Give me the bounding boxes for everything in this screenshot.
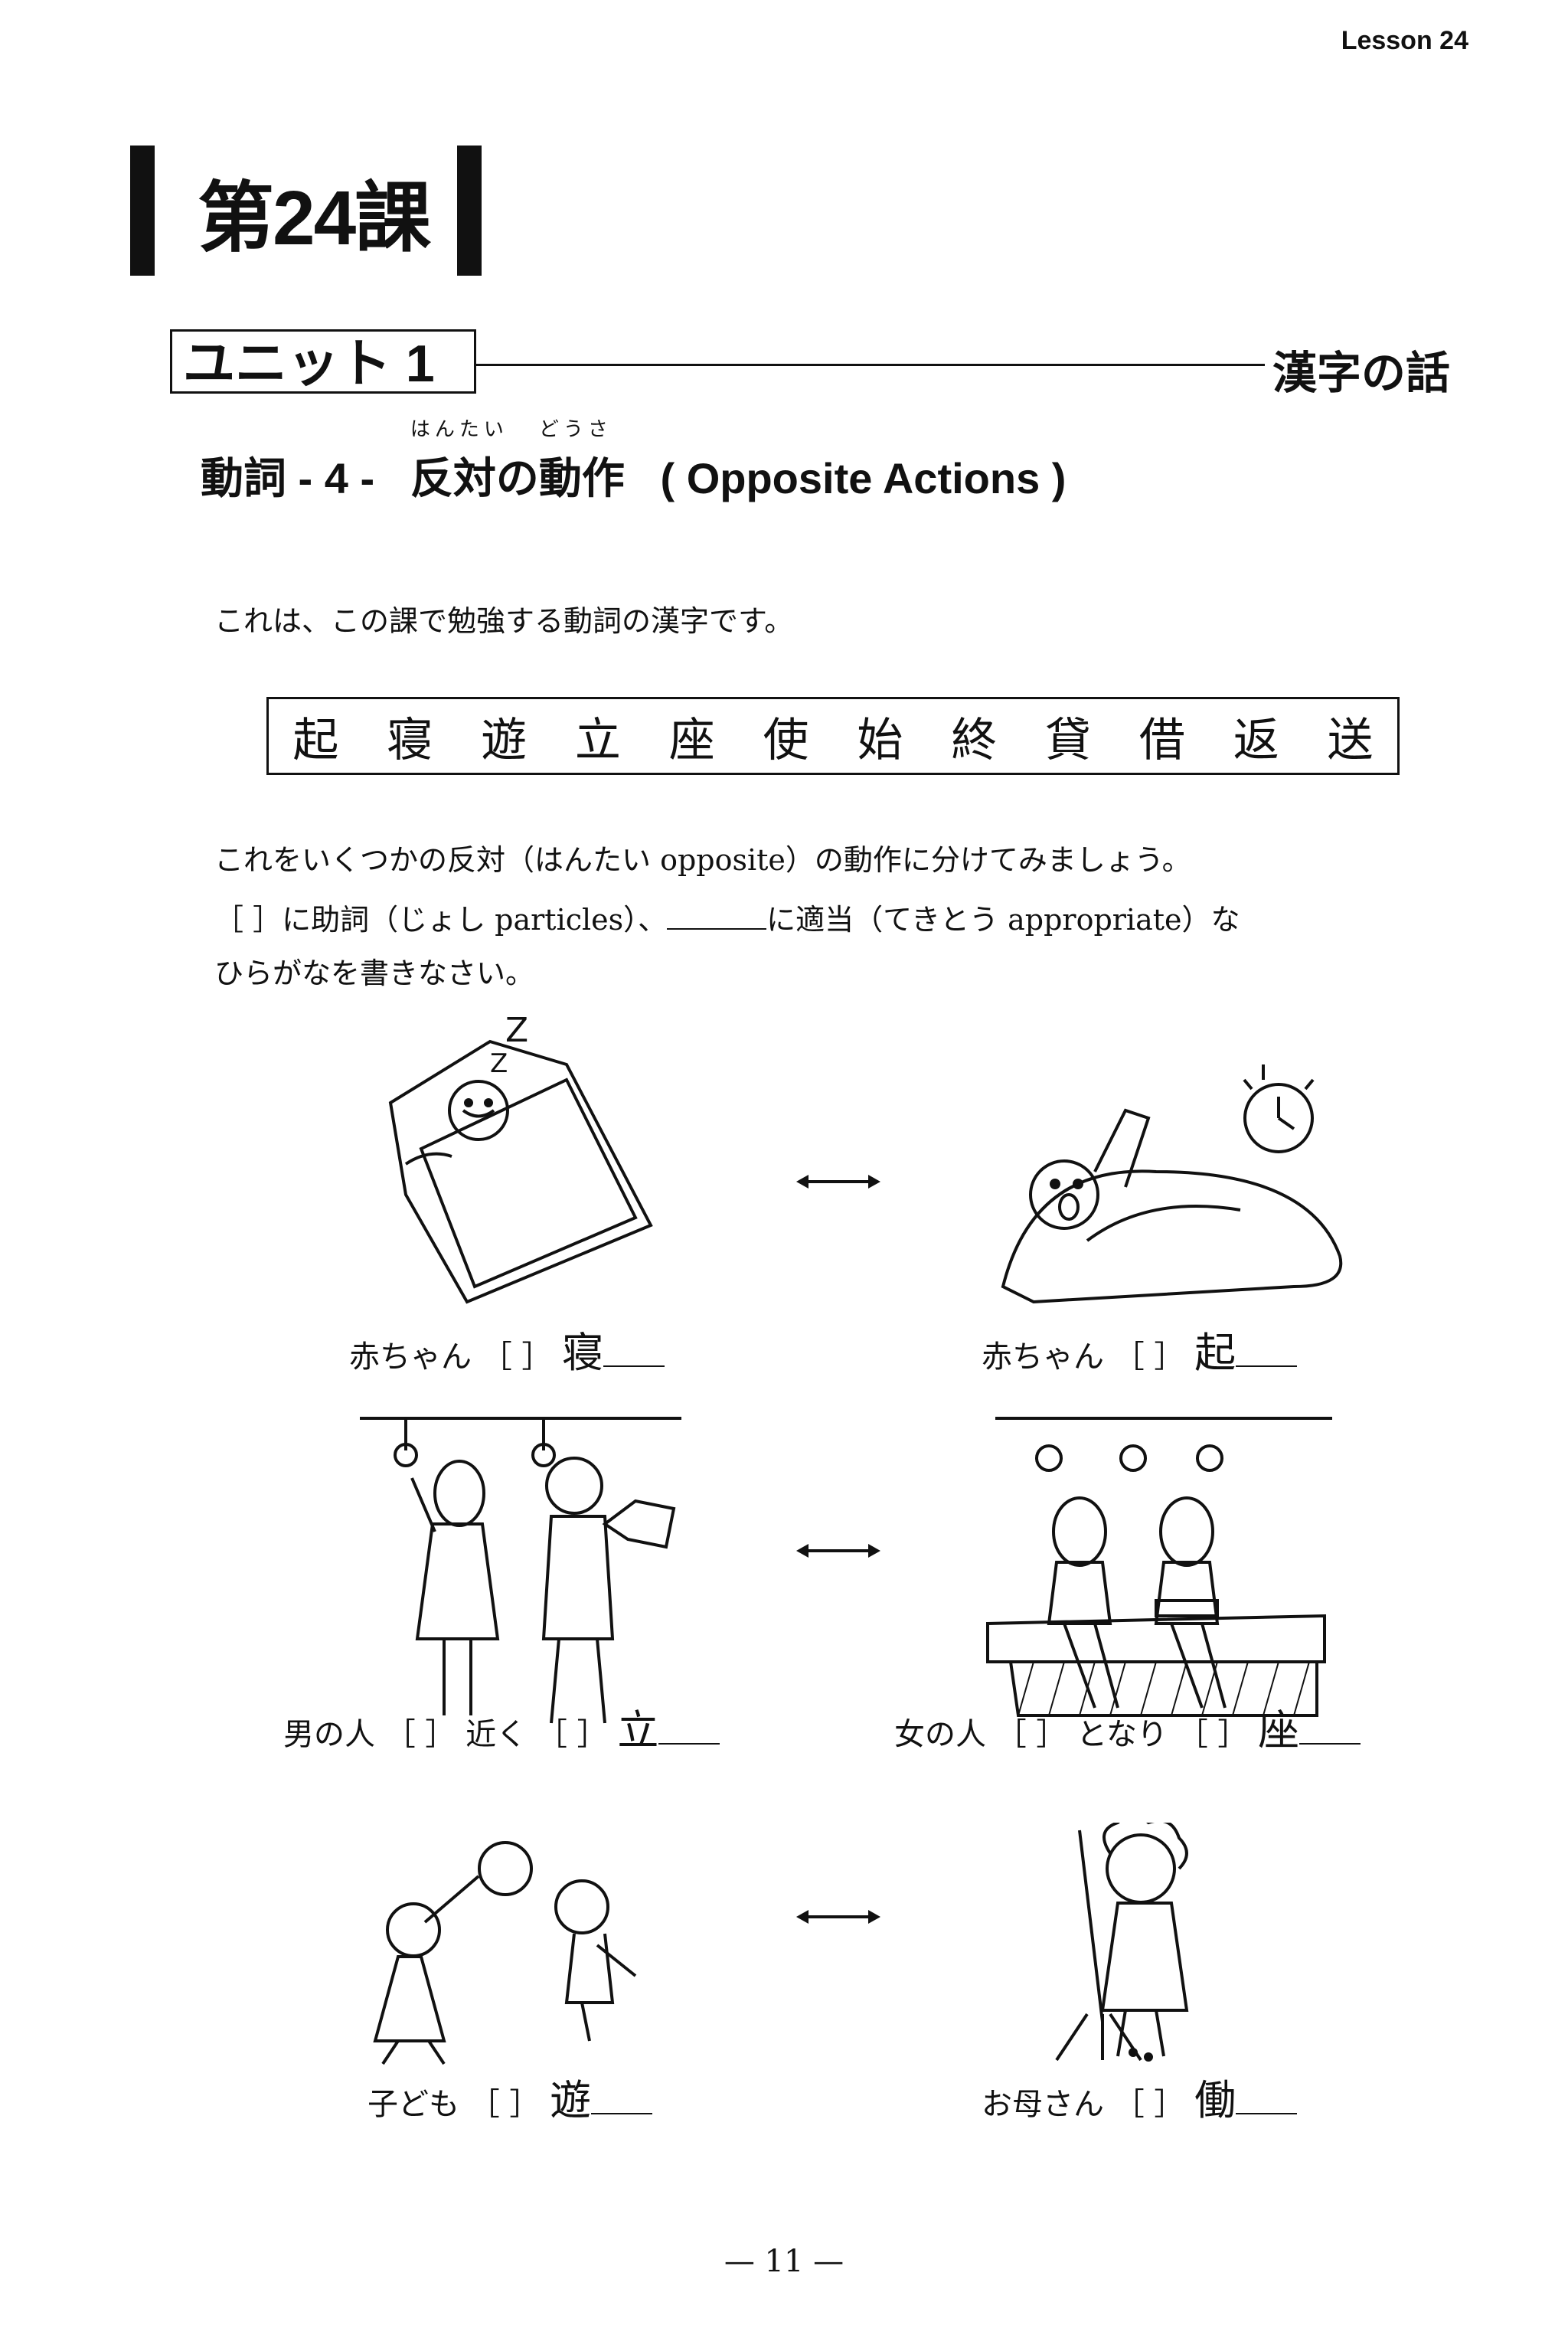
- answer-blank: [603, 1362, 665, 1367]
- working-mother-illustration: [1055, 1823, 1189, 2062]
- caption-verb: 起: [1194, 1329, 1236, 1377]
- answer-blank: [1236, 1362, 1298, 1367]
- caption-verb: 働: [1194, 2076, 1236, 2124]
- caption-subject: 赤ちゃん: [982, 1339, 1104, 1375]
- kanji-item: 返: [1233, 713, 1279, 767]
- instruction-line-3: ひらがなを書きなさい。: [214, 957, 535, 990]
- kanji-item: 座: [668, 713, 715, 767]
- caption-subject: 男の人: [283, 1717, 375, 1752]
- blank-line: [667, 905, 767, 930]
- sleeping-baby-illustration: Z Z: [388, 1011, 653, 1304]
- caption-work: お母さん ［ ］ 働: [982, 2066, 1298, 2127]
- kanji-item: 遊: [481, 713, 528, 767]
- instruction-line-2b: に適当（てきとう appropriate）な: [766, 903, 1240, 937]
- double-arrow-icon: [796, 1175, 880, 1189]
- ruby-dousa: どうさ 動作: [538, 417, 625, 506]
- kanji-item: 使: [763, 713, 809, 767]
- instruction-line-1: これをいくつかの反対（はんたい opposite）の動作に分けてみましょう。: [214, 843, 1191, 877]
- answer-blank: [1236, 2110, 1298, 2114]
- unit-rule: [476, 364, 1265, 366]
- kanji-box: 起 寝 遊 立 座 使 始 終 貸 借 返 送: [266, 697, 1400, 775]
- furigana-hantai: はんたい: [410, 417, 508, 440]
- caption-sleep: 赤ちゃん ［ ］ 寝: [349, 1319, 665, 1379]
- waking-baby-illustration: [1001, 1064, 1343, 1304]
- caption-middle: となり: [1076, 1717, 1168, 1752]
- lesson-tag: Lesson 24: [1341, 26, 1468, 55]
- section-english: ( Opposite Actions ): [660, 454, 1067, 502]
- playing-children-illustration: [373, 1841, 637, 2065]
- unit-topic: 漢字の話: [1272, 348, 1451, 398]
- caption-verb: 立: [617, 1706, 659, 1754]
- answer-blank: [658, 1740, 720, 1745]
- kanji-item: 貸: [1045, 713, 1092, 767]
- standing-people-illustration: [360, 1417, 681, 1724]
- kanji-item: 起: [292, 713, 339, 767]
- section-prefix: 動詞 - 4 -: [201, 454, 375, 502]
- sitting-women-illustration: [986, 1417, 1332, 1717]
- caption-verb: 遊: [550, 2076, 592, 2124]
- caption-verb: 寝: [562, 1329, 604, 1377]
- caption-bracket: ［ ］: [384, 1717, 456, 1752]
- kanji-item: 終: [951, 713, 998, 767]
- kanji-item: 借: [1138, 713, 1185, 767]
- chapter-title: 第24課: [130, 146, 482, 276]
- caption-subject: 女の人: [894, 1717, 986, 1752]
- caption-wake: 赤ちゃん ［ ］ 起: [982, 1319, 1298, 1379]
- base-dousa: 動作: [538, 454, 625, 502]
- caption-bracket: ［ ］: [536, 1717, 608, 1752]
- kanji-item: 立: [574, 713, 621, 767]
- kanji-item: 送: [1327, 713, 1374, 767]
- caption-subject: 子ども: [368, 2087, 459, 2122]
- caption-bracket: ［ ］: [481, 1339, 553, 1375]
- page-number: — 11 —: [724, 2244, 844, 2279]
- caption-bracket: ［ ］: [995, 1717, 1067, 1752]
- chapter-title-text: 第24課: [198, 175, 431, 261]
- instruction-line-2: ［ ］に助詞（じょし particles）、 に適当（てきとう appropria…: [214, 896, 1240, 938]
- furigana-dousa: どうさ: [538, 417, 612, 440]
- title-bar-right: [457, 146, 482, 276]
- svg-text:Z: Z: [490, 1048, 508, 1079]
- caption-subject: お母さん: [982, 2087, 1104, 2122]
- ruby-hantai: はんたい 反対: [410, 417, 504, 506]
- caption-middle: 近く: [466, 1717, 528, 1752]
- caption-bracket: ［ ］: [1113, 1339, 1185, 1375]
- caption-stand: 男の人 ［ ］ 近く ［ ］ 立: [283, 1696, 720, 1757]
- section-title: 動詞 - 4 - はんたい 反対 の どうさ 動作 ( Opposite Act…: [201, 417, 1067, 506]
- intro-text: これは、この課で勉強する動詞の漢字です。: [214, 604, 794, 638]
- double-arrow-icon: [796, 1544, 880, 1558]
- caption-sit: 女の人 ［ ］ となり ［ ］ 座: [894, 1696, 1361, 1757]
- caption-play: 子ども ［ ］ 遊: [368, 2066, 653, 2127]
- double-arrow-icon: [796, 1910, 880, 1924]
- caption-bracket: ［ ］: [1113, 2087, 1185, 2122]
- instruction-line-2a: ［ ］に助詞（じょし particles）、: [214, 903, 668, 937]
- caption-bracket: ［ ］: [469, 2087, 541, 2122]
- title-bar-left: [130, 146, 155, 276]
- caption-bracket: ［ ］: [1177, 1717, 1249, 1752]
- answer-blank: [591, 2110, 653, 2114]
- caption-subject: 赤ちゃん: [349, 1339, 472, 1375]
- section-particle: の: [495, 454, 539, 502]
- base-hantai: 反対: [410, 454, 496, 502]
- kanji-item: 寝: [387, 713, 433, 767]
- unit-label: ユニット 1: [170, 329, 476, 394]
- caption-verb: 座: [1258, 1706, 1300, 1754]
- answer-blank: [1299, 1740, 1361, 1745]
- kanji-item: 始: [857, 713, 903, 767]
- svg-text:Z: Z: [505, 1011, 528, 1050]
